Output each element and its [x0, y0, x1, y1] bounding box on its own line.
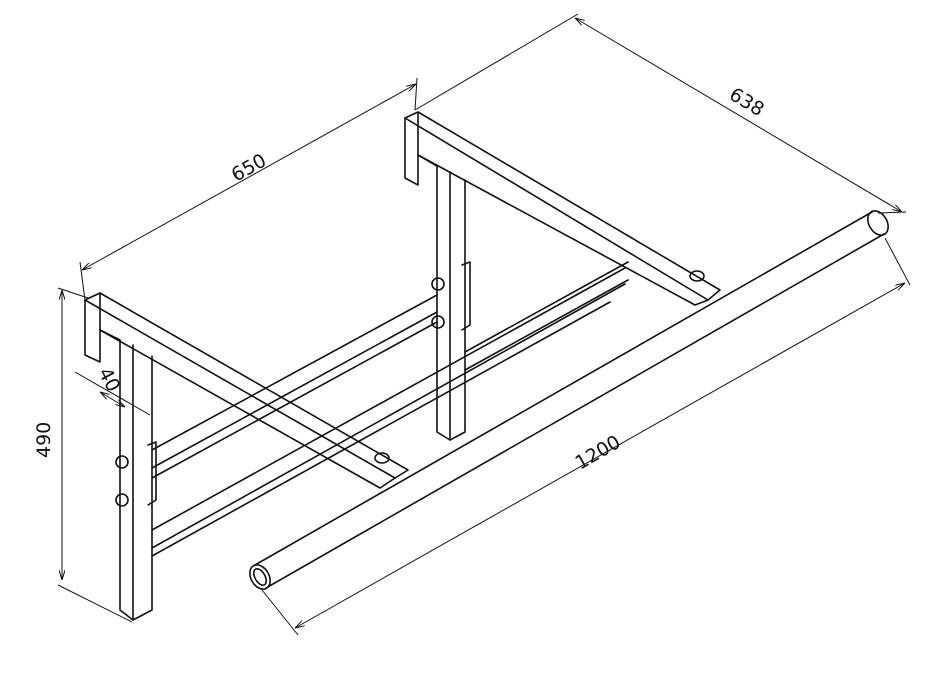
cross-members [151, 261, 629, 557]
dimension-1200: 1200 [261, 237, 911, 636]
dimension-label-490: 490 [33, 422, 55, 458]
dimension-label-650: 650 [228, 150, 270, 187]
right-bracket [404, 111, 721, 441]
left-bracket [84, 292, 409, 621]
dimension-638: 638 [414, 13, 907, 214]
dimension-label-638: 638 [725, 83, 767, 121]
dimension-490: 490 [33, 287, 133, 623]
dimension-40: 40 [74, 364, 151, 416]
dimension-650: 650 [79, 77, 418, 301]
dimension-label-1200: 1200 [572, 431, 625, 474]
pull-up-bar [249, 210, 889, 590]
